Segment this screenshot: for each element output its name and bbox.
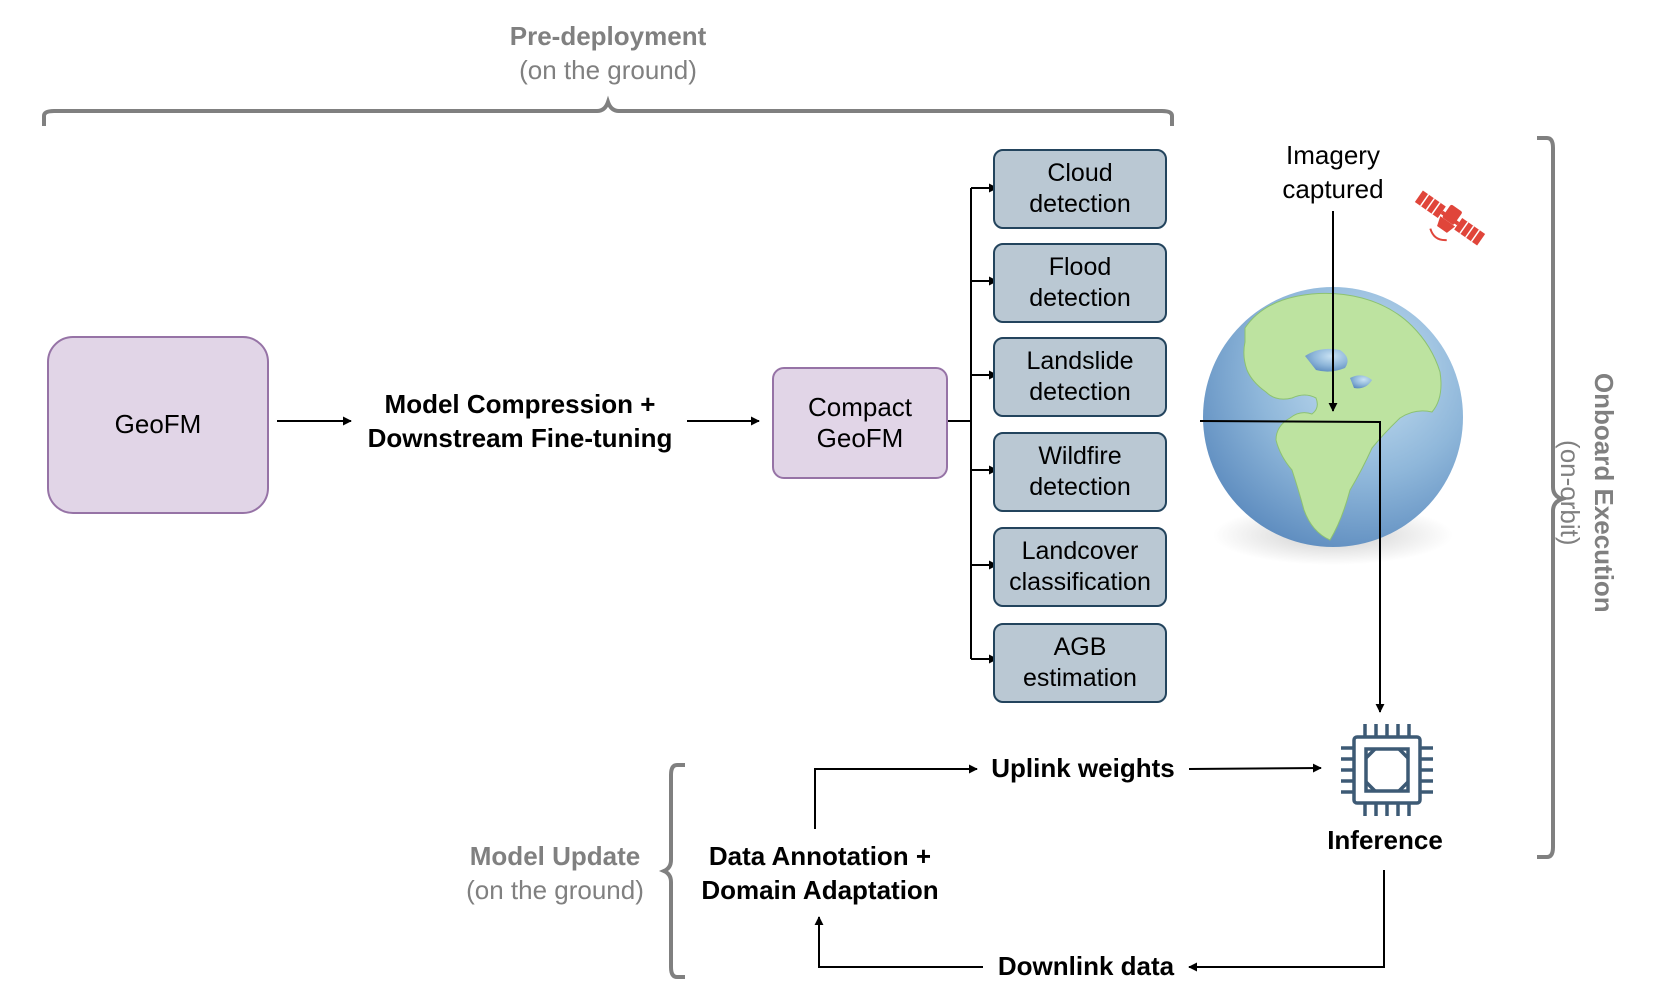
imagery-line2: captured [1282,173,1384,204]
task-box-cloud: Cloud detection [993,149,1167,229]
task-line2: detection [1029,190,1131,218]
task-line1: Landcover [1021,536,1139,565]
compact-line2: GeoFM [816,423,904,453]
model-update-title: Model Update [469,841,641,871]
model-update-label: Model Update (on the ground) [455,840,655,908]
model-update-brace [658,763,685,979]
arrow-annotation-to-uplink [814,764,978,829]
compact-line1: Compact [807,391,913,422]
annotation-line1: Data Annotation + [708,841,932,871]
arrow-downlink-to-annotation [814,916,983,968]
compression-line2: Downstream Fine-tuning [367,422,673,453]
task-box-flood: Flood detection [993,243,1167,323]
task-line1: Flood [1048,252,1112,281]
task-line1: Cloud [1047,158,1113,187]
annotation-label: Data Annotation + Domain Adaptation [690,840,950,908]
compression-line1: Model Compression + [384,389,656,419]
imagery-line1: Imagery [1286,140,1380,170]
arrow-earth-to-inference [1199,420,1385,713]
onboard-brace [1537,136,1569,859]
task-box-landslide: Landslide detection [993,337,1167,417]
onboard-title: Onboard Execution [1588,372,1619,613]
compression-label: Model Compression + Downstream Fine-tuni… [340,388,700,456]
task-line2: classification [1009,568,1151,596]
inference-label: Inference [1327,825,1443,855]
arrow-inference-to-downlink [1188,870,1385,972]
processor-chip-icon [1341,724,1433,816]
task-line2: detection [1029,473,1131,501]
geofm-label: GeoFM [114,409,202,440]
pre-deployment-title: Pre-deployment [509,21,707,51]
pre-deployment-label: Pre-deployment (on the ground) [450,20,766,88]
pre-deployment-brace [42,95,1174,126]
imagery-captured-label: Imagery captured [1238,139,1428,207]
compact-geofm-box: Compact GeoFM [772,367,948,479]
geofm-box: GeoFM [47,336,269,514]
task-line1: AGB [1053,632,1107,661]
task-box-landcover: Landcover classification [993,527,1167,607]
task-line2: detection [1029,284,1131,312]
pre-deployment-subtitle: (on the ground) [519,54,697,85]
earth-globe-icon [1203,287,1463,547]
annotation-line2: Domain Adaptation [701,874,939,905]
arrow-uplink-to-inference [1188,763,1322,773]
task-box-agb: AGB estimation [993,623,1167,703]
onboard-label-rotated: Onboard Execution (on-orbit) [1552,313,1620,673]
task-box-wildfire: Wildfire detection [993,432,1167,512]
task-line1: Wildfire [1038,441,1122,470]
onboard-subtitle: (on-orbit) [1555,440,1585,546]
task-line2: detection [1029,378,1131,406]
satellite-icon [1414,190,1486,246]
task-line1: Landslide [1026,346,1134,375]
uplink-weights-label: Uplink weights [991,753,1175,783]
downlink-data-label: Downlink data [997,951,1175,981]
model-update-subtitle: (on the ground) [466,874,644,905]
task-line2: estimation [1023,664,1137,692]
